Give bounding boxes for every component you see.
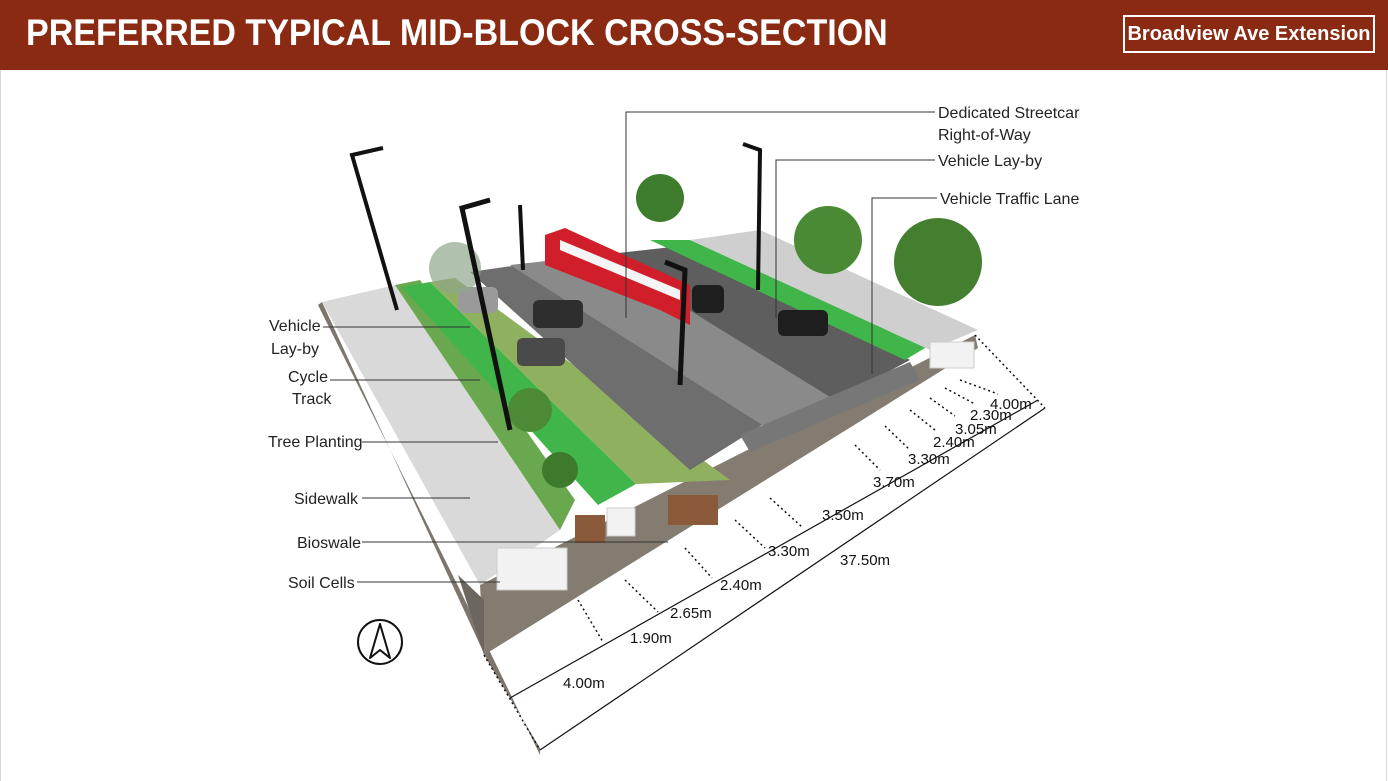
tree-3 [894, 218, 982, 306]
north-arrow-icon [357, 619, 403, 665]
dim-total: 37.50m [840, 552, 890, 569]
sidewalk-surface [322, 285, 560, 585]
soil-cells-left [496, 547, 568, 591]
planting-strip [395, 280, 575, 530]
bioswale-box-left [575, 515, 605, 543]
car-2 [517, 338, 565, 366]
sidewalk-right [690, 230, 978, 350]
leader-lines-left [323, 326, 668, 583]
streetcar-windows [560, 240, 680, 300]
page-title: PREFERRED TYPICAL MID-BLOCK CROSS-SECTIO… [26, 12, 888, 53]
tree-6 [542, 452, 578, 488]
header-bar: PREFERRED TYPICAL MID-BLOCK CROSS-SECTIO… [0, 0, 1388, 70]
label-vehicle-layby-right: Vehicle Lay-by [938, 153, 1042, 170]
label-soil-cells: Soil Cells [288, 575, 355, 592]
dim-layby-left: 3.30m [768, 543, 810, 560]
car-3 [458, 287, 498, 313]
car-5 [692, 285, 724, 313]
label-dedicated-streetcar-2: Right-of-Way [938, 127, 1031, 144]
curb-right [740, 362, 920, 452]
dim-cycle-track: 2.65m [670, 605, 712, 622]
label-cycle-track-2: Track [292, 391, 332, 408]
label-tree-planting: Tree Planting [268, 434, 363, 451]
label-dedicated-streetcar-1: Dedicated Streetcar [938, 105, 1080, 122]
project-badge: Broadview Ave Extension [1123, 15, 1375, 53]
soil-front [458, 575, 484, 655]
cycle-track-right [650, 240, 930, 360]
dim-planting-right: 2.30m [970, 407, 1012, 424]
dim-tree-planting: 1.90m [630, 630, 672, 647]
tree-5 [508, 388, 552, 432]
dimension-lines [509, 399, 1046, 751]
label-vehicle-layby-left-2: Lay-by [271, 341, 319, 358]
leader-lines-right [625, 111, 937, 374]
dim-sidewalk: 4.00m [563, 675, 605, 692]
dim-lane-right: 3.30m [908, 451, 950, 468]
tree-1 [636, 174, 684, 222]
car-4 [778, 310, 828, 336]
dim-lane-left: 3.50m [822, 507, 864, 524]
label-vehicle-traffic-lane: Vehicle Traffic Lane [940, 191, 1079, 208]
label-sidewalk: Sidewalk [294, 491, 359, 508]
dim-layby-right: 2.40m [933, 434, 975, 451]
dimension-ticks [483, 334, 1046, 751]
label-vehicle-layby-left-1: Vehicle [269, 318, 321, 335]
tree-2 [794, 206, 862, 274]
tree-4 [429, 242, 481, 294]
label-bioswale: Bioswale [297, 535, 361, 552]
soil-cells-mid [606, 507, 636, 537]
soil-cells-right [929, 341, 975, 369]
car-1 [533, 300, 583, 328]
light-pole-3 [664, 259, 688, 386]
label-cycle-track-1: Cycle [288, 369, 328, 386]
light-pole-1 [349, 146, 399, 311]
content-frame [0, 70, 1387, 781]
catenary-pole [518, 204, 525, 271]
dim-bioswale: 2.40m [720, 577, 762, 594]
bioswale-box [668, 495, 718, 525]
streetcar-row [510, 255, 835, 430]
dim-cycle-right: 3.05m [955, 421, 997, 438]
light-pole-2 [459, 197, 513, 431]
soil-side-face [480, 335, 978, 655]
light-pole-4 [742, 142, 763, 291]
dim-sidewalk-right: 4.00m [990, 396, 1032, 413]
dim-streetcar: 3.70m [873, 474, 915, 491]
